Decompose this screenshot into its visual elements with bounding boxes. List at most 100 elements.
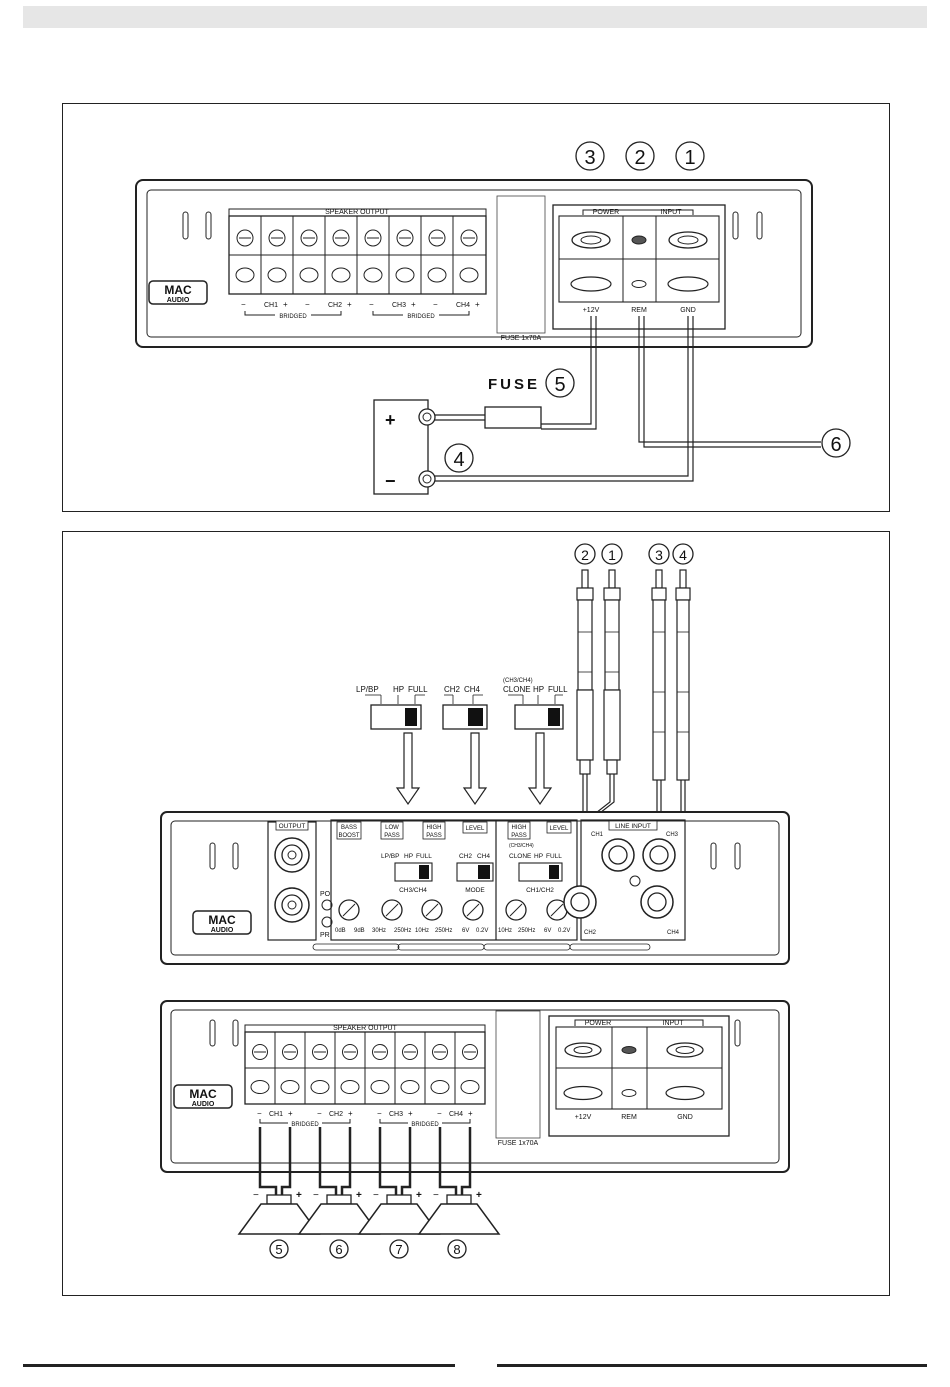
- switch-clone-hp-full[interactable]: (CH3/CH4) CLONE HP FULL: [503, 678, 568, 730]
- svg-text:BRIDGED: BRIDGED: [291, 1122, 319, 1128]
- svg-text:10Hz: 10Hz: [498, 928, 512, 934]
- svg-text:8: 8: [453, 1242, 460, 1257]
- switch-lp-bp-hp-full[interactable]: LP/BP HP FULL: [356, 685, 428, 730]
- fuse-label: FUSE: [488, 376, 540, 393]
- power-wiring-diagram: 3 2 1 MAC AUDIO SPEAKER OUTPUT: [135, 141, 851, 495]
- svg-text:CH1: CH1: [264, 302, 278, 309]
- svg-text:−: −: [313, 1190, 319, 1201]
- svg-text:CH2: CH2: [329, 1111, 343, 1118]
- inline-fuse: [484, 406, 542, 429]
- svg-text:250Hz: 250Hz: [518, 928, 535, 934]
- svg-text:MAC: MAC: [164, 283, 192, 297]
- preamp-output: OUTPUT PO PR: [267, 820, 333, 941]
- svg-text:+: +: [356, 1190, 362, 1201]
- power-wiring-panel: 3 2 1 MAC AUDIO SPEAKER OUTPUT: [62, 103, 890, 512]
- mac-audio-logo: MAC AUDIO: [148, 280, 208, 305]
- svg-text:PASS: PASS: [511, 833, 527, 839]
- svg-text:−: −: [437, 1109, 442, 1118]
- svg-text:CH4: CH4: [477, 853, 490, 860]
- switch-ch2-ch4[interactable]: CH2 CH4: [442, 685, 488, 730]
- svg-text:6: 6: [335, 1242, 342, 1257]
- svg-text:GND: GND: [680, 307, 696, 314]
- speaker-7: − +: [357, 1190, 441, 1235]
- svg-text:+: +: [296, 1190, 302, 1201]
- svg-text:MODE: MODE: [465, 887, 485, 894]
- footer-rule-right: [497, 1364, 927, 1367]
- callout-2: 2: [625, 141, 655, 171]
- svg-text:1: 1: [608, 547, 616, 563]
- svg-text:2: 2: [634, 147, 645, 169]
- rca-callout-2: 2: [574, 543, 596, 565]
- svg-text:FULL: FULL: [546, 853, 562, 860]
- svg-text:9dB: 9dB: [354, 928, 365, 934]
- input-speaker-diagram: 2 1 3 4: [160, 543, 790, 1259]
- svg-text:PR: PR: [320, 932, 330, 939]
- speaker-wires: [258, 1127, 472, 1195]
- svg-text:INPUT: INPUT: [661, 209, 683, 216]
- svg-text:10Hz: 10Hz: [415, 928, 429, 934]
- svg-text:+: +: [408, 1109, 413, 1118]
- svg-text:+: +: [476, 1190, 482, 1201]
- svg-text:HP: HP: [404, 853, 413, 860]
- svg-text:30Hz: 30Hz: [372, 928, 386, 934]
- svg-text:MAC: MAC: [208, 913, 236, 927]
- filter-controls: BASS BOOST LOW PASS HIGH PASS LEVEL HIGH…: [330, 819, 578, 941]
- svg-text:OUTPUT: OUTPUT: [279, 823, 306, 830]
- svg-text:CH1: CH1: [591, 832, 604, 838]
- svg-text:4: 4: [679, 547, 687, 563]
- svg-text:LP/BP: LP/BP: [356, 685, 379, 694]
- svg-text:−: −: [373, 1190, 379, 1201]
- svg-text:AUDIO: AUDIO: [167, 297, 190, 304]
- svg-text:INPUT: INPUT: [663, 1020, 685, 1027]
- svg-text:−: −: [377, 1109, 382, 1118]
- svg-text:AUDIO: AUDIO: [192, 1101, 215, 1108]
- svg-text:LP/BP: LP/BP: [381, 853, 399, 860]
- battery: + −: [373, 399, 436, 495]
- svg-text:CH3: CH3: [389, 1111, 403, 1118]
- svg-text:250Hz: 250Hz: [435, 928, 452, 934]
- callout-6: 6: [821, 428, 851, 458]
- svg-text:2: 2: [581, 547, 589, 563]
- svg-text:−: −: [317, 1109, 322, 1118]
- svg-text:+: +: [475, 300, 480, 309]
- svg-text:+: +: [288, 1109, 293, 1118]
- svg-text:CH2: CH2: [444, 685, 461, 694]
- svg-text:SPEAKER OUTPUT: SPEAKER OUTPUT: [325, 209, 390, 216]
- speaker-6: − +: [297, 1190, 381, 1235]
- svg-text:CH4: CH4: [449, 1111, 463, 1118]
- svg-text:FUSE 1x70A: FUSE 1x70A: [498, 1140, 539, 1147]
- mac-audio-logo-2: MAC AUDIO: [192, 910, 252, 935]
- svg-text:LOW: LOW: [385, 825, 399, 831]
- svg-text:0dB: 0dB: [335, 928, 346, 934]
- svg-text:6V: 6V: [462, 928, 469, 934]
- svg-text:HP: HP: [393, 685, 404, 694]
- svg-text:REM: REM: [621, 1114, 637, 1121]
- svg-text:+: +: [468, 1109, 473, 1118]
- svg-text:−: −: [257, 1109, 262, 1118]
- svg-text:+: +: [385, 410, 396, 430]
- callout-3: 3: [575, 141, 605, 171]
- svg-text:(CH3/CH4): (CH3/CH4): [503, 678, 533, 684]
- svg-text:REM: REM: [631, 307, 647, 314]
- svg-text:0.2V: 0.2V: [558, 928, 570, 934]
- svg-text:FULL: FULL: [408, 685, 428, 694]
- svg-text:HP: HP: [533, 685, 544, 694]
- svg-text:−: −: [369, 300, 374, 309]
- fuse-slot: FUSE 1x70A: [496, 195, 546, 342]
- svg-text:BOOST: BOOST: [338, 833, 359, 839]
- line-input-block: LINE INPUT CH1 CH3 CH2 CH4: [563, 819, 686, 941]
- svg-text:CLONE: CLONE: [509, 853, 532, 860]
- svg-text:PASS: PASS: [426, 833, 442, 839]
- svg-text:(CH3/CH4): (CH3/CH4): [509, 843, 534, 849]
- svg-text:CH3/CH4: CH3/CH4: [399, 887, 427, 894]
- speaker-callout-5: 5: [269, 1239, 289, 1259]
- callout-4: 4: [444, 443, 474, 473]
- mac-audio-logo-3: MAC AUDIO: [173, 1084, 233, 1109]
- svg-text:−: −: [385, 471, 396, 491]
- svg-text:HIGH: HIGH: [427, 825, 442, 831]
- svg-text:+12V: +12V: [575, 1114, 592, 1121]
- speaker-output-block-2: SPEAKER OUTPUT − CH1 + − CH2 + − CH3: [244, 1024, 486, 1128]
- svg-text:−: −: [305, 300, 310, 309]
- svg-text:HIGH: HIGH: [512, 825, 527, 831]
- svg-text:PASS: PASS: [384, 833, 400, 839]
